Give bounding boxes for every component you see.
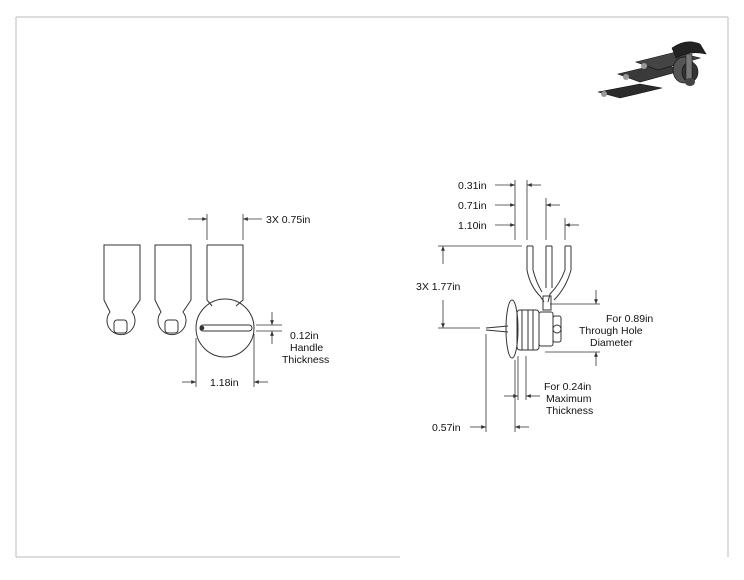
- max-thickness-label-3: Thickness: [546, 405, 593, 417]
- side-dimensions: [438, 180, 600, 432]
- hole-label-1: For 0.89in: [606, 313, 653, 325]
- sheet-border: [15, 16, 729, 558]
- cam-fingers: [526, 246, 572, 303]
- handle-thickness-note-2: Thickness: [282, 354, 329, 366]
- front-dimensions: [182, 214, 282, 387]
- cam-tab-2: [154, 244, 192, 336]
- offset-2-label: 0.71in: [458, 200, 487, 212]
- cam-tab-1: [103, 244, 141, 336]
- tab-width-label: 3X 0.75in: [266, 214, 311, 226]
- flange: [505, 299, 519, 359]
- cam-tab-3: [207, 244, 244, 307]
- max-thickness-label-2: Maximum: [546, 393, 592, 405]
- handle-disc: [195, 298, 255, 358]
- front-view: [103, 244, 255, 358]
- offset-1-label: 0.31in: [458, 180, 487, 192]
- handle-length-label: 1.18in: [210, 377, 239, 389]
- max-thickness-label-1: For 0.24in: [544, 381, 591, 393]
- side-view: [485, 245, 572, 359]
- hole-label-2: Through Hole: [579, 325, 643, 337]
- handle-thickness-label: 0.12in: [290, 330, 319, 342]
- tab-length-label: 3X 1.77in: [416, 281, 461, 293]
- isometric-thumbnail: [597, 41, 707, 99]
- body-length-label: 0.57in: [432, 422, 461, 434]
- handle-thickness-note-1: Handle: [290, 342, 323, 354]
- hole-label-3: Diameter: [590, 337, 633, 349]
- offset-3-label: 1.10in: [458, 220, 487, 232]
- lock-nut: [538, 311, 554, 347]
